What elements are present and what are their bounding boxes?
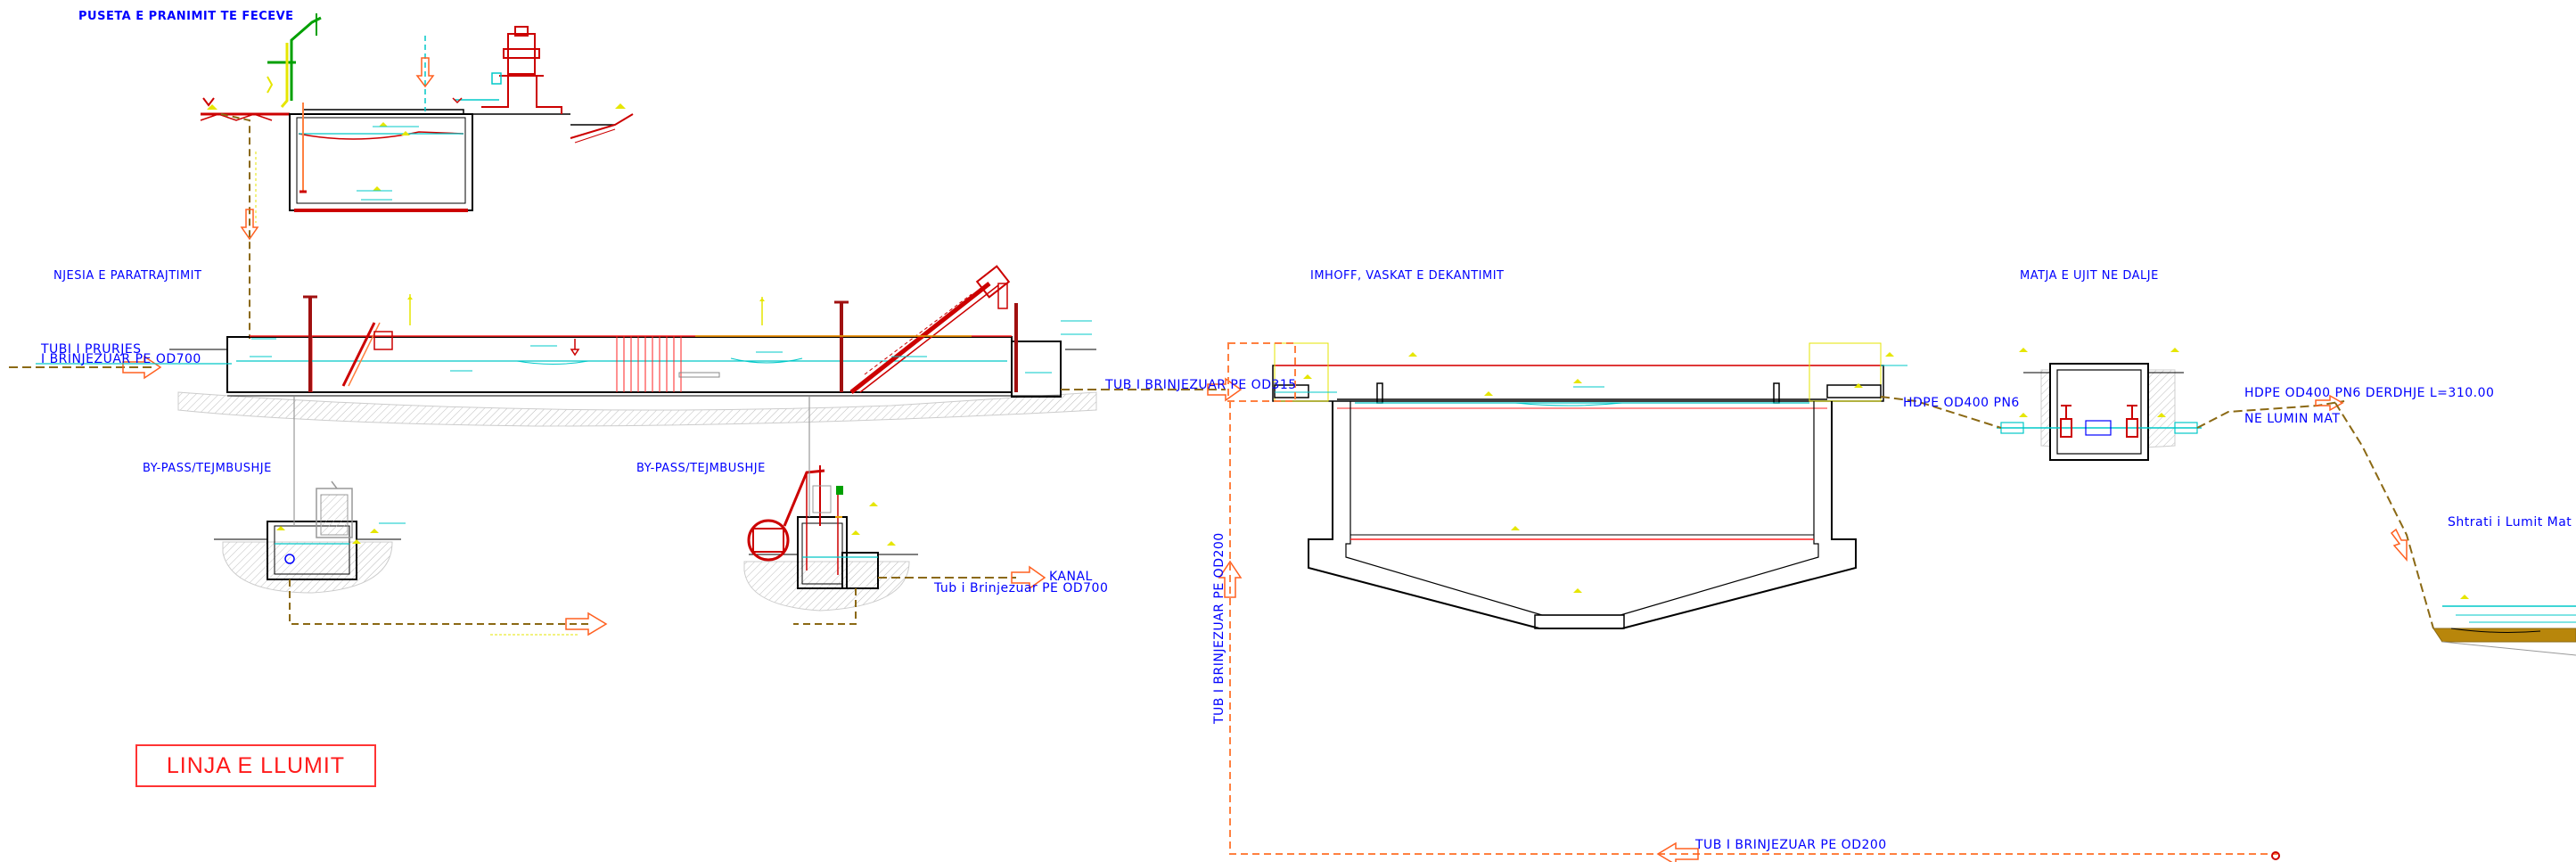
puseta-title: PUSETA E PRANIMIT TE FECEVE [78, 10, 294, 23]
matja-title: MATJA E UJIT NE DALJE [2020, 269, 2159, 283]
river-bed-label: Shtrati i Lumit Mat [2448, 515, 2572, 530]
hdpe-derdhje-label: HDPE OD400 PN6 DERDHJE L=310.00 [2244, 386, 2495, 400]
sludge-pipe-bottom-label: TUB I BRINJEZUAR PE OD200 [1695, 838, 1887, 852]
inlet-pipe-label-line2: I BRINJEZUAR PE OD700 [41, 352, 201, 366]
bypass-left-title: BY-PASS/TEJMBUSHJE [143, 462, 272, 475]
imhoff-title: IMHOFF, VASKAT E DEKANTIMIT [1310, 269, 1505, 283]
inlet-pipe-label-line1: TUBI I PRURJES [41, 342, 142, 357]
njesia-paratrajtimit-section [9, 265, 1243, 427]
sludge-pipe-vertical-label: TUB I BRINJEZUAR PE OD200 [1212, 532, 1226, 724]
canal-label: KANAL [1049, 570, 1093, 584]
matja-section [1880, 348, 2434, 629]
bypass-right-title: BY-PASS/TEJMBUSHJE [636, 462, 766, 475]
bypass-left-section [214, 397, 608, 636]
hdpe-pn6-label: HDPE OD400 PN6 [1903, 396, 2020, 410]
ne-lumin-label: NE LUMIN MAT [2244, 412, 2341, 426]
pipe-od315-label: TUB I BRINJEZUAR PE OD315 [1105, 378, 1297, 392]
sludge-line-legend-box: LINJA E LLUMIT [135, 744, 376, 787]
puseta-pranimit-section [200, 13, 634, 212]
river-bed-section [2432, 595, 2576, 656]
connecting-pipe-puseta [220, 113, 259, 339]
njesia-title: NJESIA E PARATRAJTIMIT [53, 269, 202, 283]
sludge-pipe-loop [1218, 342, 2280, 862]
pipe-od700-label: Tub i Brinjezuar PE OD700 [934, 581, 1109, 595]
bypass-right-section [743, 397, 1046, 625]
sludge-line-legend-text: LINJA E LLUMIT [166, 753, 346, 778]
imhoff-section [1272, 342, 1907, 629]
